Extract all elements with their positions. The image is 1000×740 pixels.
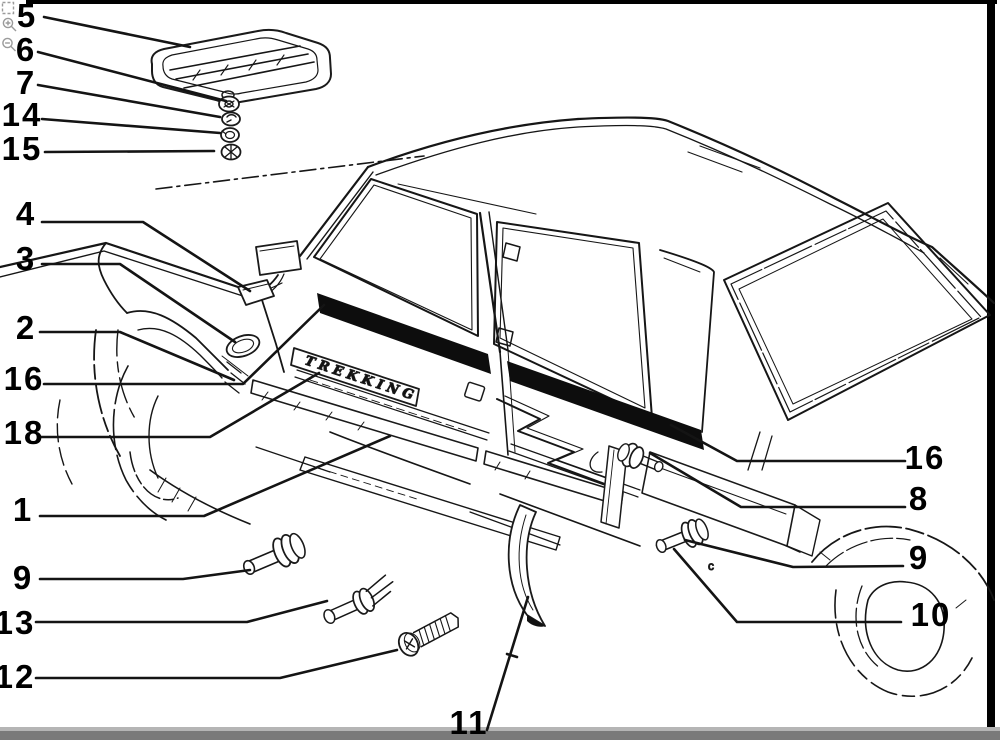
callout-14[interactable]: 14 bbox=[2, 96, 43, 133]
car-hood bbox=[0, 155, 425, 314]
windshield bbox=[298, 117, 580, 260]
part-rivet-9-right bbox=[655, 518, 709, 554]
front-valance bbox=[149, 469, 251, 525]
panel-letter-annotation: c bbox=[708, 559, 714, 573]
leader-line-7 bbox=[36, 83, 222, 119]
frame-border-bottom-light bbox=[0, 727, 1000, 731]
leader-line-16-right bbox=[669, 423, 907, 463]
leader-line-14 bbox=[40, 117, 222, 135]
part-hood-scoop bbox=[150, 28, 332, 105]
callout-5[interactable]: 5 bbox=[17, 0, 37, 34]
callout-13[interactable]: 13 bbox=[0, 604, 35, 641]
leader-line-15 bbox=[43, 149, 216, 154]
callout-12[interactable]: 12 bbox=[0, 658, 35, 695]
part-washer-7 bbox=[221, 111, 241, 127]
zigzag-decal bbox=[496, 395, 617, 487]
part-molding-outline-lower bbox=[299, 456, 561, 551]
frame-border-right bbox=[987, 0, 995, 731]
part-arch-cap bbox=[507, 504, 546, 627]
front-fender bbox=[116, 282, 285, 421]
front-door-window bbox=[313, 178, 479, 337]
callout-16-right[interactable]: 16 bbox=[905, 439, 946, 476]
leader-line-18 bbox=[38, 371, 321, 439]
callout-9-left[interactable]: 9 bbox=[13, 559, 33, 596]
leader-line-11-tick bbox=[505, 652, 519, 659]
part-rivet-9-left bbox=[242, 532, 306, 576]
selection-marquee-icon[interactable] bbox=[1, 1, 15, 15]
leader-line-10 bbox=[672, 547, 903, 624]
b-pillar bbox=[478, 211, 516, 456]
leader-line-4 bbox=[40, 220, 252, 293]
leader-line-2 bbox=[38, 330, 236, 382]
leader-line-11 bbox=[485, 595, 530, 732]
callout-1[interactable]: 1 bbox=[13, 491, 33, 528]
callout-15[interactable]: 15 bbox=[2, 130, 43, 167]
callout-9-right[interactable]: 9 bbox=[909, 539, 929, 576]
part-rear-molding-panel bbox=[641, 451, 821, 557]
part-clip-8 bbox=[589, 442, 664, 473]
callout-7[interactable]: 7 bbox=[16, 64, 36, 101]
leader-line-1 bbox=[38, 434, 392, 518]
front-wheel bbox=[56, 329, 179, 521]
frame-border-bottom-dark bbox=[0, 731, 1000, 740]
roof bbox=[375, 116, 996, 305]
callout-4[interactable]: 4 bbox=[16, 195, 36, 232]
leader-lines bbox=[34, 15, 907, 732]
zoom-in-icon[interactable] bbox=[2, 17, 17, 32]
part-nut-15 bbox=[220, 143, 242, 161]
part-door-strip-front bbox=[317, 293, 491, 374]
callout-8[interactable]: 8 bbox=[909, 480, 929, 517]
door-handle bbox=[463, 381, 486, 402]
part-sill-bracket-hatch bbox=[221, 355, 249, 394]
leader-line-16-left bbox=[42, 303, 326, 386]
body-molding-lines bbox=[294, 369, 641, 498]
part-washer-14 bbox=[220, 127, 240, 143]
leader-line-13 bbox=[34, 599, 329, 624]
part-screw-12 bbox=[397, 612, 459, 657]
part-molding-strip-front bbox=[250, 379, 624, 507]
callouts: 5 6 7 14 15 4 3 2 16 18 1 9 13 12 11 16 … bbox=[0, 0, 952, 740]
part-fender-grommet bbox=[225, 334, 261, 358]
leader-line-5 bbox=[42, 15, 192, 49]
rear-wheel: c bbox=[708, 525, 995, 697]
leader-line-9-right bbox=[683, 538, 905, 569]
callout-10[interactable]: 10 bbox=[911, 596, 952, 633]
car-illustration: TREKKING c bbox=[0, 28, 996, 697]
leader-line-9-left bbox=[38, 568, 252, 581]
c-pillar bbox=[659, 249, 773, 471]
leader-line-8 bbox=[648, 451, 907, 509]
zoom-out-icon[interactable] bbox=[2, 37, 16, 52]
callout-3[interactable]: 3 bbox=[16, 240, 36, 277]
leader-line-6 bbox=[36, 50, 228, 103]
leader-line-12 bbox=[34, 648, 399, 680]
callout-6[interactable]: 6 bbox=[16, 31, 36, 68]
leader-line-3 bbox=[40, 262, 237, 344]
part-clip-13 bbox=[323, 574, 394, 624]
callout-16-left[interactable]: 16 bbox=[4, 360, 45, 397]
quarter-window bbox=[723, 202, 991, 421]
callout-18[interactable]: 18 bbox=[4, 414, 45, 451]
callout-2[interactable]: 2 bbox=[16, 309, 36, 346]
frame-border-top bbox=[26, 0, 997, 4]
viewer-toolbar bbox=[1, 1, 17, 52]
part-door-strip-rear bbox=[507, 361, 704, 450]
callout-11[interactable]: 11 bbox=[450, 704, 489, 740]
part-corner-trim bbox=[237, 279, 275, 306]
